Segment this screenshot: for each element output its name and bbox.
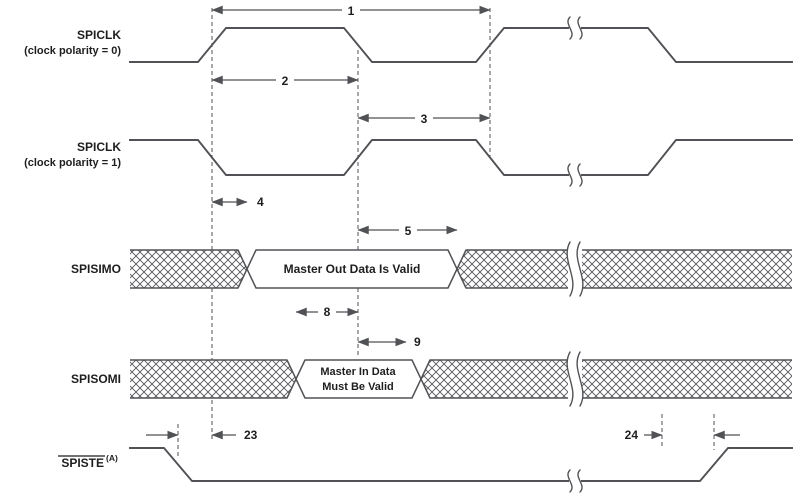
dim-23-label: 23 <box>244 428 258 442</box>
spiste-signal: SPISTE (A) <box>58 447 793 493</box>
somi-valid-text-line2: Must Be Valid <box>322 381 394 393</box>
break-mark <box>566 241 574 297</box>
break-mark <box>567 163 573 187</box>
break-gap <box>569 171 581 179</box>
break-mark <box>566 351 574 407</box>
dimension-annotations: 1 2 3 4 5 8 9 23 24 <box>146 3 740 442</box>
break-mark <box>567 16 573 40</box>
somi-hatch-right <box>421 360 792 398</box>
break-mark <box>567 469 573 493</box>
break-gap <box>568 245 582 293</box>
dim-1-label-gap <box>342 3 360 17</box>
spiclk-pol0-sublabel: (clock polarity = 0) <box>24 45 121 57</box>
dim-1-label: 1 <box>348 4 355 18</box>
dim-2-label: 2 <box>282 74 289 88</box>
spisomi-signal: SPISOMI Master In Data Must Be Valid <box>71 351 792 407</box>
simo-hatch-right <box>457 250 792 288</box>
dim-5-label: 5 <box>405 224 412 238</box>
somi-valid-text-line1: Master In Data <box>320 366 396 378</box>
spiclk-pol0-label: SPICLK <box>77 28 121 42</box>
spiclk-pol1-label: SPICLK <box>77 140 121 154</box>
simo-valid-text: Master Out Data Is Valid <box>284 262 421 276</box>
spiclk-pol0-signal: SPICLK (clock polarity = 0) <box>24 16 793 63</box>
dim-2-label-gap <box>276 73 294 87</box>
dim-8-label-gap <box>318 305 336 319</box>
somi-band-edge <box>130 359 792 399</box>
spiclk-pol1-waveform <box>129 139 793 176</box>
break-mark <box>576 241 584 297</box>
dim-3-label: 3 <box>421 112 428 126</box>
dim-24-label: 24 <box>625 428 639 442</box>
break-gap <box>569 24 581 32</box>
spiclk-pol1-signal: SPICLK (clock polarity = 1) <box>24 139 793 187</box>
somi-hatch-left <box>130 360 296 398</box>
dim-8-label: 8 <box>324 305 331 319</box>
spiste-waveform <box>129 447 793 482</box>
dim-9-label: 9 <box>414 335 421 349</box>
simo-band-edge <box>130 249 792 289</box>
break-mark <box>577 469 583 493</box>
dim-3-label-gap <box>415 111 433 125</box>
break-gap <box>568 355 582 403</box>
spisimo-signal: SPISIMO Master Out Data Is Valid <box>71 241 792 297</box>
somi-band-edge <box>130 359 792 399</box>
spiclk-pol0-waveform <box>129 27 793 63</box>
spiste-note-ref: (A) <box>106 453 118 463</box>
break-gap <box>569 477 581 485</box>
break-mark <box>577 16 583 40</box>
spisimo-label: SPISIMO <box>71 262 121 276</box>
spisomi-label: SPISOMI <box>71 372 121 386</box>
dim-4-label: 4 <box>257 195 264 209</box>
simo-hatch-left <box>130 250 247 288</box>
simo-band-edge <box>130 249 792 289</box>
spiclk-pol1-sublabel: (clock polarity = 1) <box>24 157 121 169</box>
break-mark <box>577 163 583 187</box>
dim-5-label-gap <box>399 223 417 237</box>
spiste-label: SPISTE <box>61 456 104 470</box>
break-mark <box>576 351 584 407</box>
